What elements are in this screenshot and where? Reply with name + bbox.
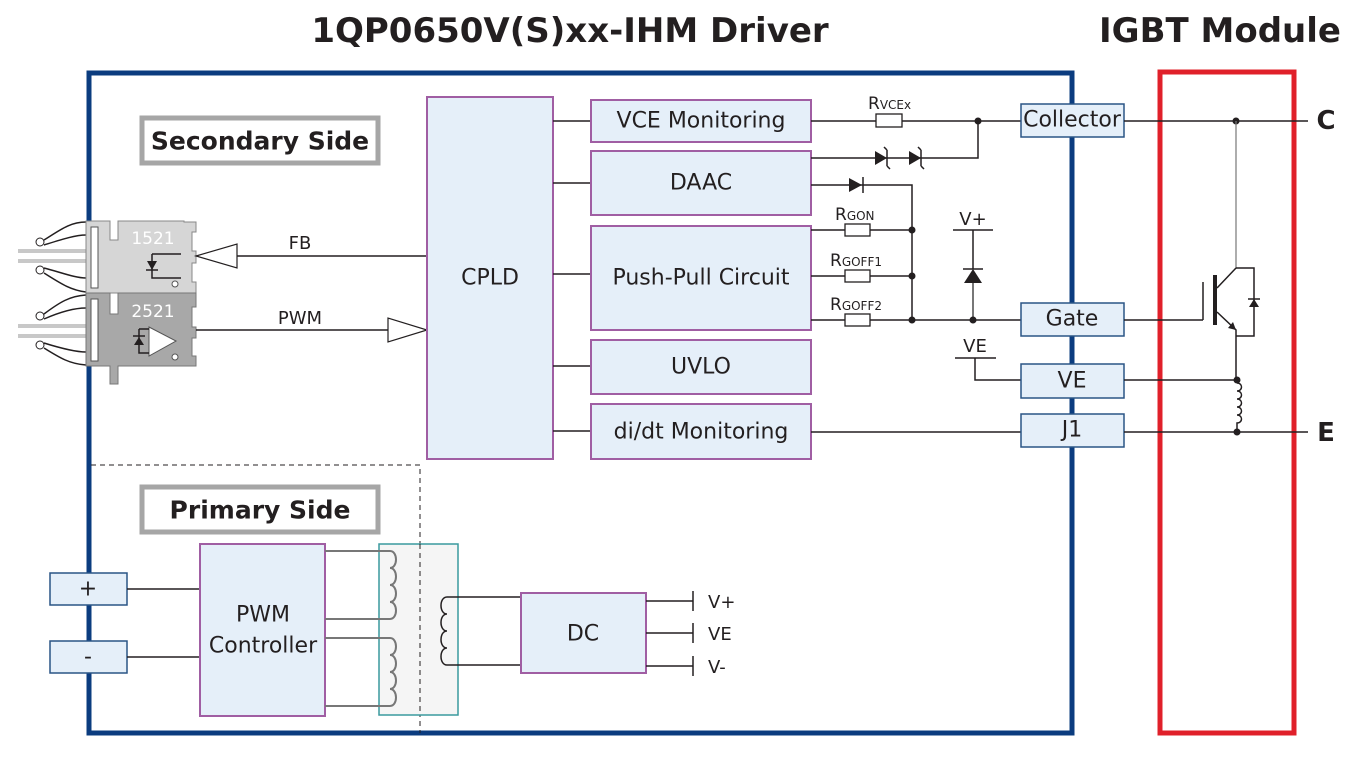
svg-text:+: + xyxy=(79,577,97,602)
tvs-diode-icon xyxy=(875,146,891,170)
connector-collector: Collector xyxy=(1020,103,1125,138)
daac-block: DAAC xyxy=(590,150,812,216)
igbt-wiring xyxy=(1124,117,1308,436)
vce-sense-path: RVCEx xyxy=(811,94,1021,170)
svg-text:PWM: PWM xyxy=(278,308,322,329)
output-vplus: V+ xyxy=(708,592,735,613)
pwm-buffer-icon xyxy=(387,317,430,343)
svg-text:CPLD: CPLD xyxy=(461,266,519,291)
svg-text:DC: DC xyxy=(567,622,599,647)
driver-title: 1QP0650V(S)xx-IHM Driver xyxy=(311,11,829,51)
rvce-label: RVCEx xyxy=(868,94,911,114)
module-title: IGBT Module xyxy=(1099,11,1341,51)
input-plus: + xyxy=(49,572,128,606)
didt-monitoring-block: di/dt Monitoring xyxy=(590,403,812,460)
diode-icon xyxy=(849,178,862,192)
photodiode-icon xyxy=(147,261,157,270)
primary-winding-icon xyxy=(325,550,397,620)
stray-inductance-icon xyxy=(1236,382,1243,432)
fb-signal: FB xyxy=(193,233,427,269)
rgoff2-resistor-icon xyxy=(844,313,871,327)
svg-text:di/dt Monitoring: di/dt Monitoring xyxy=(614,420,789,445)
ve-reference: VE xyxy=(955,336,1021,381)
receiver-amplifier-icon xyxy=(148,326,178,357)
svg-text:-: - xyxy=(84,645,92,670)
connector-gate: Gate xyxy=(1020,302,1125,337)
svg-text:DAAC: DAAC xyxy=(670,171,732,196)
svg-text:VE: VE xyxy=(963,336,987,357)
output-vminus: V- xyxy=(708,657,726,678)
freewheel-diode-icon xyxy=(1249,299,1259,307)
svg-text:VCE Monitoring: VCE Monitoring xyxy=(617,109,786,134)
svg-text:Gate: Gate xyxy=(1046,307,1099,332)
emitter-terminal: E xyxy=(1317,418,1335,448)
svg-text:V+: V+ xyxy=(959,209,986,230)
collector-terminal: C xyxy=(1316,106,1335,136)
dc-outputs: V+ VE V- xyxy=(646,591,735,678)
secondary-side-label: Secondary Side xyxy=(139,115,381,166)
rgoff1-resistor-icon xyxy=(844,269,871,283)
secondary-winding-icon xyxy=(440,596,521,666)
output-ve: VE xyxy=(708,624,732,645)
pwm-signal: PWM xyxy=(196,308,430,343)
fb-buffer-icon xyxy=(193,243,238,269)
igbt-module-frame xyxy=(1157,69,1297,736)
svg-text:Controller: Controller xyxy=(209,634,318,659)
connector-ve: VE xyxy=(1020,363,1125,399)
dc-block: DC xyxy=(520,592,647,674)
uvlo-block: UVLO xyxy=(590,339,812,395)
tvs-diode-icon xyxy=(909,146,925,170)
driver-frame xyxy=(86,70,1075,736)
rvce-resistor-icon xyxy=(875,113,903,128)
svg-text:Collector: Collector xyxy=(1023,108,1122,133)
gate-resistor-network: RGON RGOFF1 RGOFF2 xyxy=(811,205,1021,327)
cpld-bus-wires xyxy=(553,120,591,432)
rgoff1-label: RGOFF1 xyxy=(830,251,882,271)
svg-text:UVLO: UVLO xyxy=(671,355,731,380)
svg-text:Primary Side: Primary Side xyxy=(170,496,351,525)
optocoupler-1521-id: 1521 xyxy=(131,229,174,249)
igbt-transistor-icon xyxy=(1202,267,1260,380)
input-minus: - xyxy=(49,640,128,674)
optocoupler-1521: 1521 xyxy=(85,220,197,294)
cpld-block: CPLD xyxy=(426,96,554,460)
fiber-cables xyxy=(18,221,87,366)
optocoupler-2521: 2521 xyxy=(85,292,197,385)
vce-monitoring-block: VCE Monitoring xyxy=(590,99,812,143)
rgon-label: RGON xyxy=(835,205,875,225)
svg-text:VE: VE xyxy=(1058,369,1087,394)
vplus-clamp: V+ xyxy=(953,209,993,324)
svg-text:Secondary Side: Secondary Side xyxy=(151,127,369,156)
svg-text:Push-Pull Circuit: Push-Pull Circuit xyxy=(612,266,789,291)
rgon-resistor-icon xyxy=(844,223,871,237)
connector-j1: J1 xyxy=(1020,413,1125,448)
svg-text:PWM: PWM xyxy=(236,603,290,628)
rgoff2-label: RGOFF2 xyxy=(830,295,882,315)
push-pull-circuit-block: Push-Pull Circuit xyxy=(590,225,812,331)
svg-text:FB: FB xyxy=(289,233,312,254)
pwm-controller-block: PWM Controller xyxy=(199,543,326,717)
primary-winding-icon xyxy=(325,637,397,707)
optocoupler-2521-id: 2521 xyxy=(131,302,174,322)
primary-side-label: Primary Side xyxy=(139,484,381,535)
clamp-diode-icon xyxy=(964,269,982,283)
svg-text:J1: J1 xyxy=(1060,418,1083,443)
transformer xyxy=(325,543,521,716)
